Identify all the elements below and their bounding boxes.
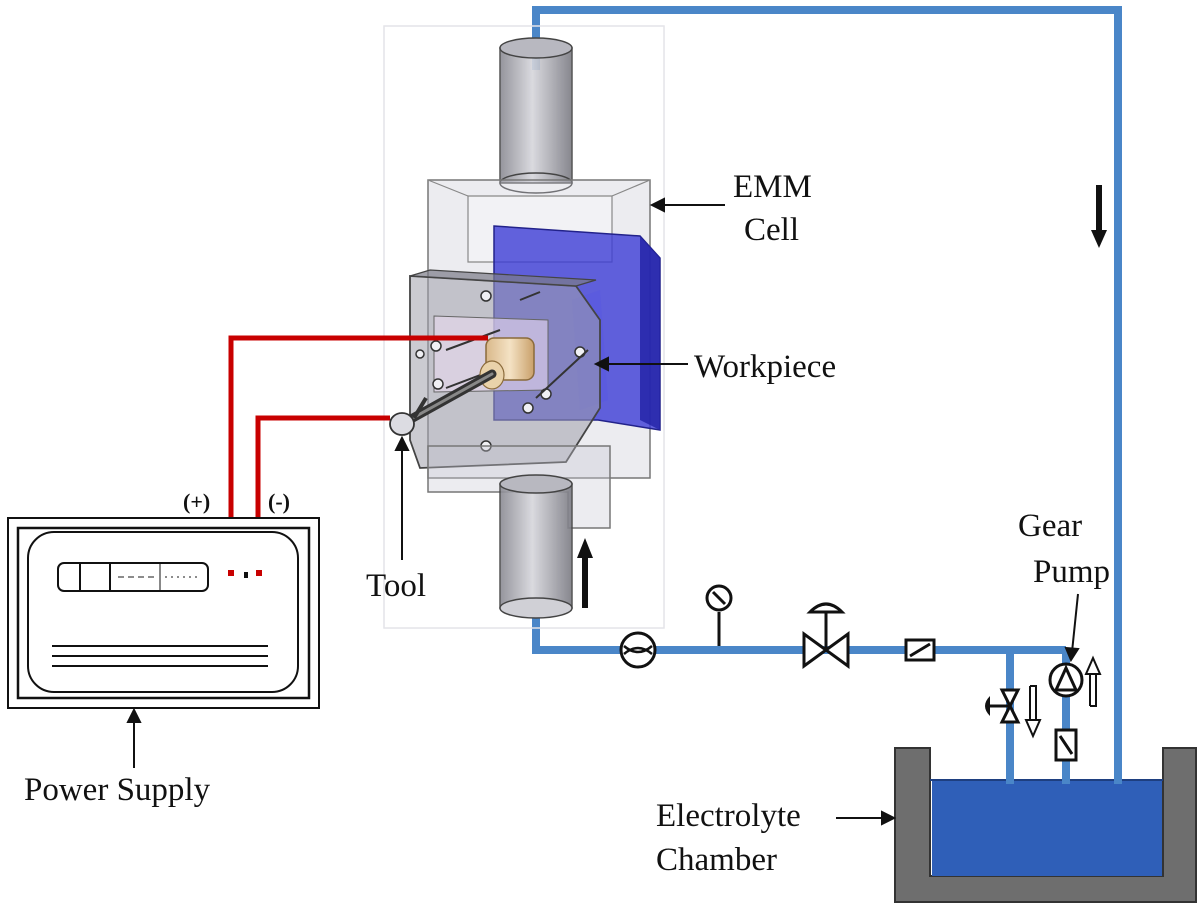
power-supply-display (57, 562, 209, 592)
flow-arrow-pump-up (1084, 655, 1102, 707)
top-inlet-tube (499, 37, 573, 194)
check-valve-icon (1054, 728, 1078, 762)
flow-arrow-bypass-down (1024, 685, 1042, 739)
power-supply-label: Power Supply (24, 772, 211, 808)
flow-arrow-up (577, 538, 593, 608)
emm-cell-label-line2: Cell (744, 212, 799, 248)
power-supply (7, 517, 320, 709)
bypass-valve-icon (985, 688, 1021, 724)
flow-meter-icon (619, 631, 657, 669)
gear-pump-icon (1048, 662, 1084, 698)
electrolyte-fluid (932, 780, 1162, 876)
gear-pump-label: Gear (1018, 508, 1082, 544)
emm-cell (383, 25, 665, 629)
electrolyte-chamber (894, 747, 1197, 903)
filter-icon (904, 638, 936, 662)
positive-wire (228, 335, 488, 570)
electrolyte-chamber-label-line2: Chamber (656, 842, 777, 878)
callout-arrows (126, 197, 1080, 826)
positive-terminal (228, 570, 234, 576)
tool-holder-plate (389, 269, 601, 469)
electrolyte-chamber-label: Electrolyte (656, 798, 801, 834)
negative-terminal-label: (-) (268, 489, 290, 514)
pressure-gauge-icon (705, 584, 733, 646)
workpiece-label: Workpiece (694, 349, 836, 385)
positive-terminal-label: (+) (183, 489, 210, 514)
gear-pump-label-line2: Pump (1033, 554, 1110, 590)
negative-terminal (256, 570, 262, 576)
globe-valve-icon (802, 602, 850, 669)
emm-cell-label: EMM (733, 169, 812, 205)
tool-tip (389, 412, 415, 436)
tool-label: Tool (366, 568, 426, 604)
flow-arrow-down (1091, 185, 1107, 248)
bottom-outlet-tube (499, 474, 573, 619)
